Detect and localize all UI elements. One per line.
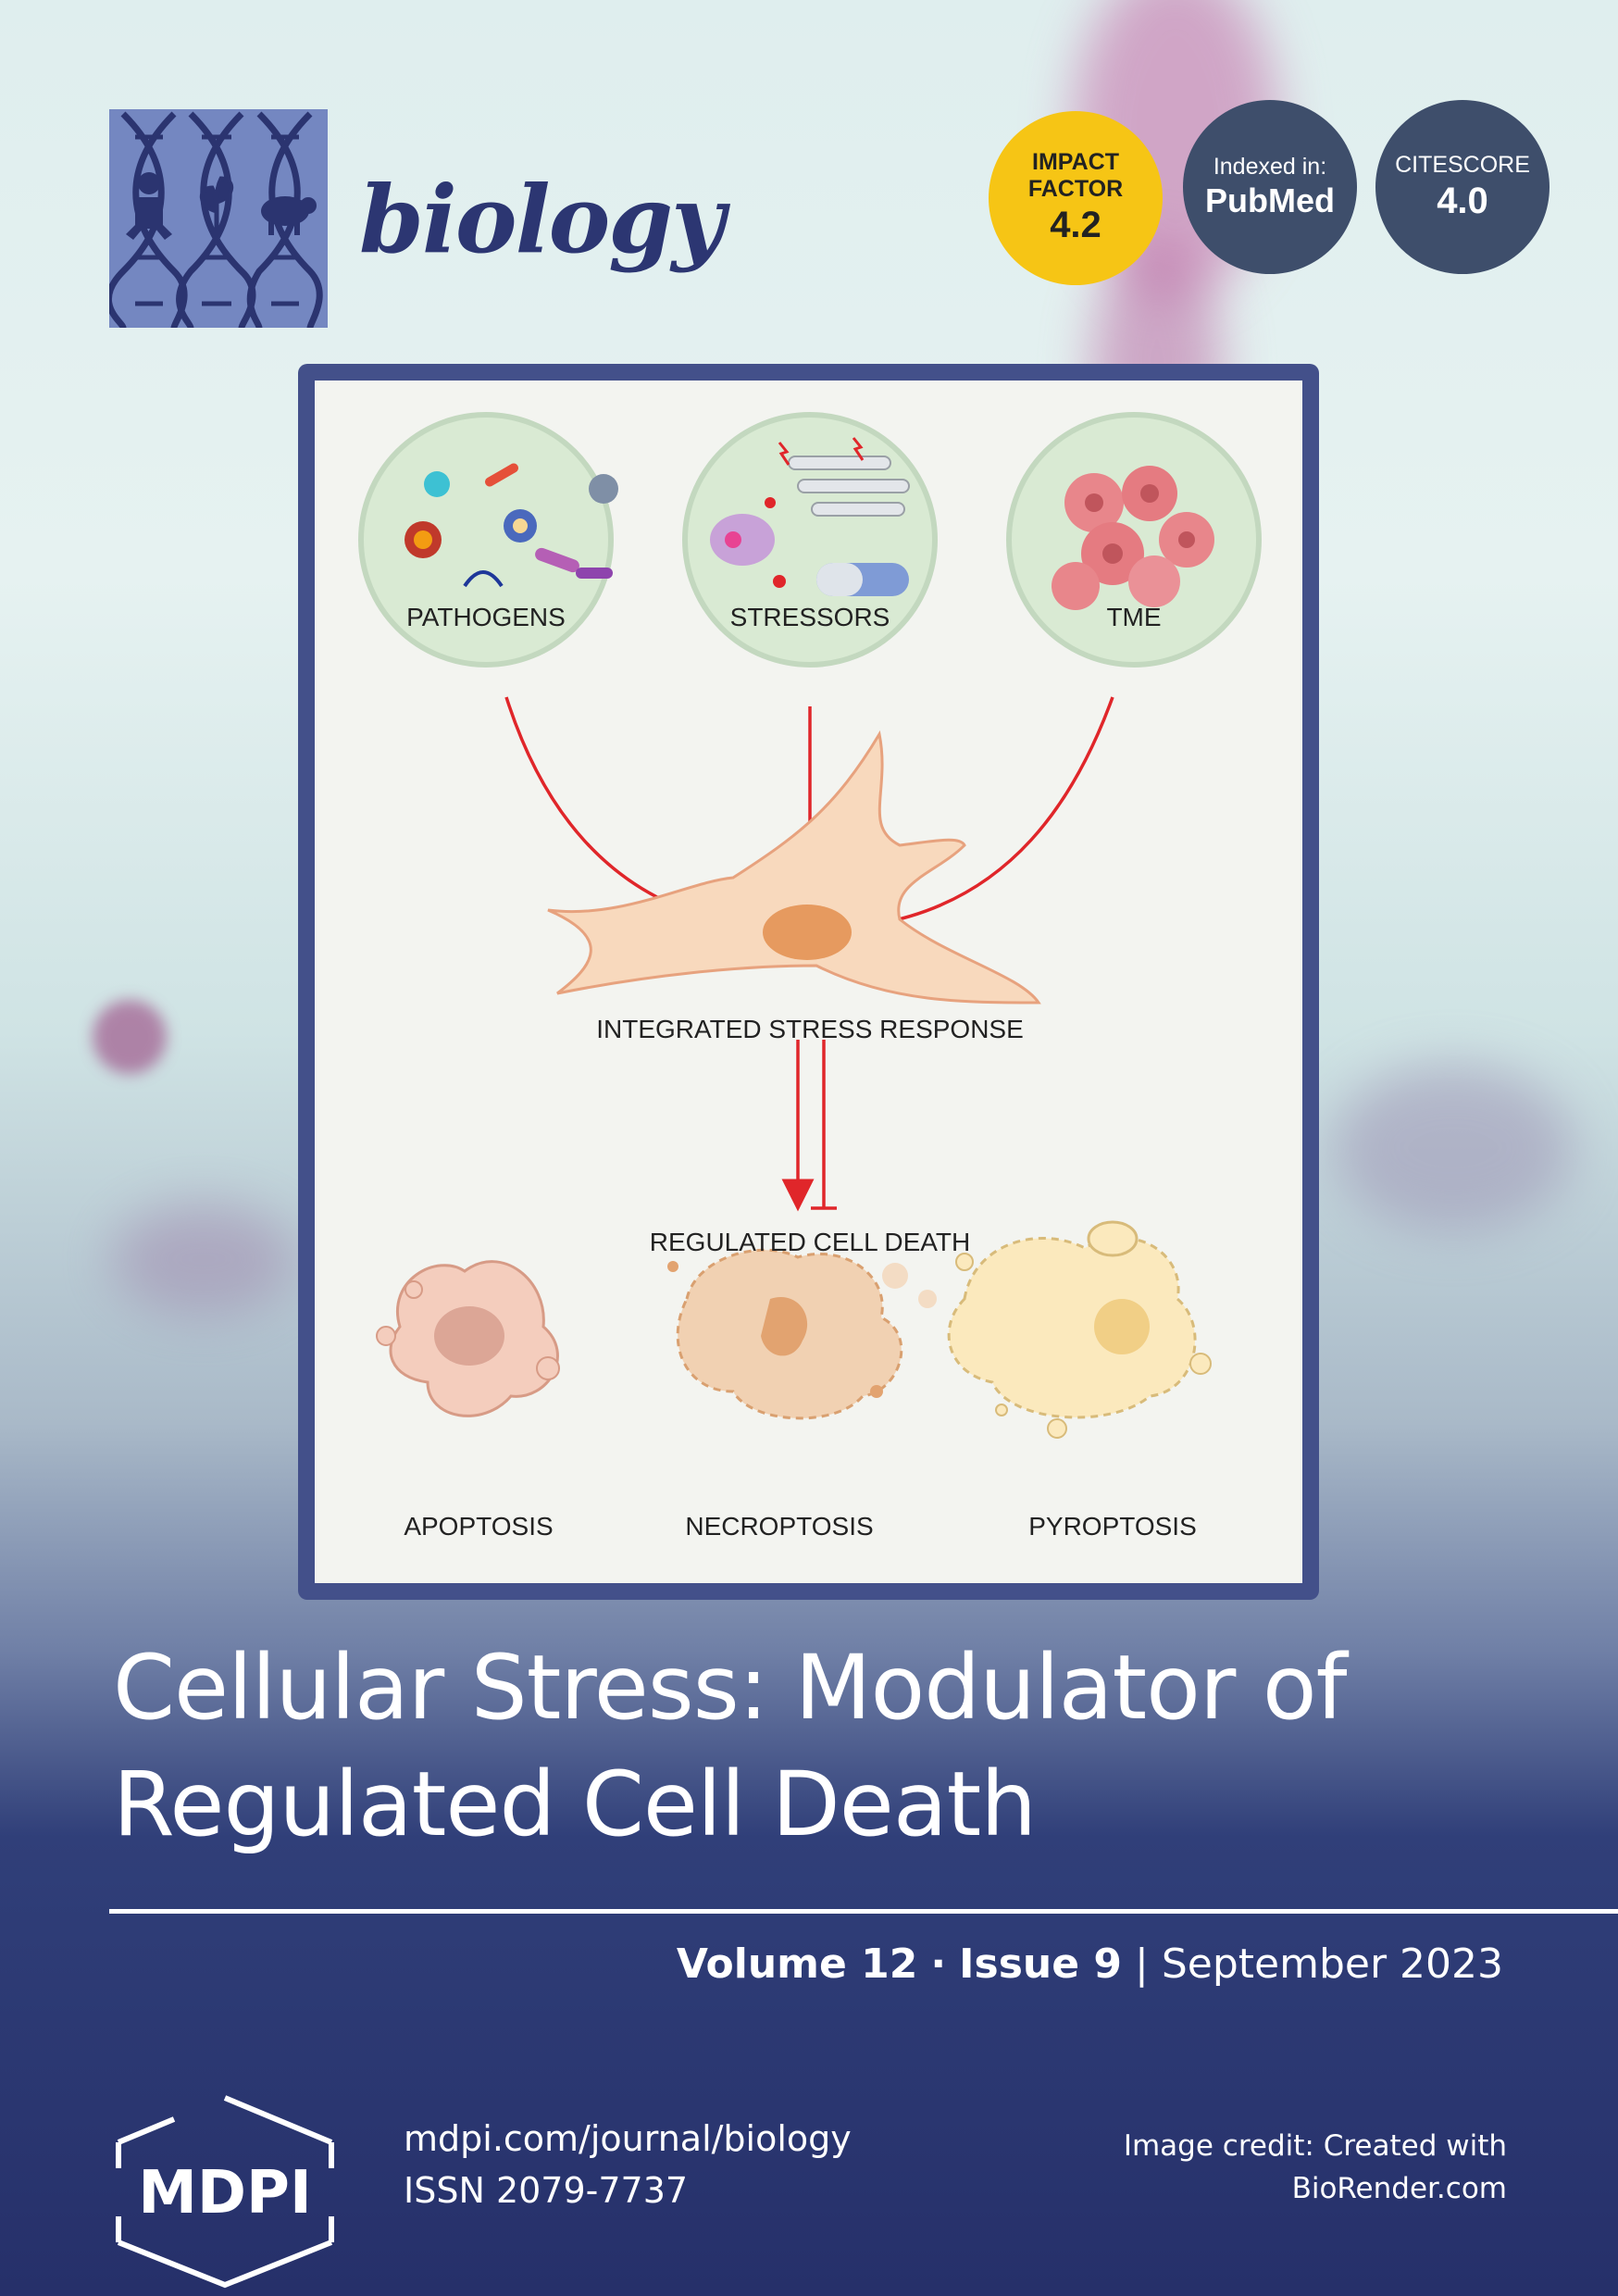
journal-links: mdpi.com/journal/biology ISSN 2079-7737 [404,2113,852,2216]
label-pyroptosis: PYROPTOSIS [1028,1512,1197,1541]
impact-factor-badge: IMPACT FACTOR 4.2 [989,111,1163,285]
background-blob [111,1204,296,1315]
publisher-name: MDPI [138,2159,312,2227]
cover-title: Cellular Stress: Modulator of Regulated … [113,1629,1557,1863]
label-integrated-stress-response: INTEGRATED STRESS RESPONSE [596,1015,1024,1043]
title-divider [109,1909,1618,1914]
journal-url[interactable]: mdpi.com/journal/biology [404,2118,852,2159]
label-apoptosis: APOPTOSIS [404,1512,553,1541]
issue-date: September 2023 [1161,1940,1503,1988]
background-blob [93,1000,167,1074]
issue-info: Volume 12 · Issue 9 | September 2023 [677,1940,1503,1988]
issue-label: Issue 9 [959,1940,1122,1988]
label-regulated-cell-death: REGULATED CELL DEATH [650,1228,970,1256]
label-stressors: STRESSORS [730,603,890,631]
label-necroptosis: NECROPTOSIS [685,1512,873,1541]
pyroptosis-cell [947,1220,1212,1439]
figure-diagram: PATHOGENS STRESSORS TME INTEGRATED STRES… [358,412,1262,1541]
separator-dot: · [930,1940,947,1988]
citescore-value: 4.0 [1437,180,1488,221]
background-blob [1333,1065,1574,1231]
arrow-inhibit [811,1040,837,1210]
credit-line-1: Image credit: Created with [1123,2129,1507,2163]
journal-logo [106,109,328,330]
pathogens-circle [358,412,614,668]
label-pathogens: PATHOGENS [406,603,566,631]
journal-name: biology [359,165,725,274]
impact-factor-value: 4.2 [1050,205,1101,245]
impact-factor-label-1: IMPACT [1032,149,1119,175]
image-credit: Image credit: Created with BioRender.com [1124,2125,1507,2210]
volume-label: Volume 12 [676,1940,918,1988]
apoptosis-cell [376,1260,560,1417]
impact-factor-label-2: FACTOR [1027,176,1124,202]
tme-illustration [1052,466,1214,610]
citescore-badge: CITESCORE 4.0 [1375,100,1550,274]
indexed-value: PubMed [1205,181,1335,219]
separator-bar: | [1135,1940,1149,1988]
indexed-label: Indexed in: [1213,153,1327,180]
journal-issn: ISSN 2079-7737 [404,2170,689,2211]
dna-logo-icon [106,111,323,330]
citescore-label: CITESCORE [1395,151,1530,178]
label-tme: TME [1106,603,1161,631]
arrow-tme [866,696,1114,937]
pathogens-illustration [404,463,618,588]
credit-line-2: BioRender.com [1291,2172,1507,2205]
cell-nucleus [763,905,852,960]
stressors-illustration [710,437,910,596]
stressors-circle [682,412,938,668]
indexed-badge: Indexed in: PubMed [1183,100,1357,274]
cover-title-line-1: Cellular Stress: Modulator of [113,1636,1347,1740]
cover-title-line-2: Regulated Cell Death [113,1753,1037,1856]
mdpi-logo-icon: MDPI [116,2095,334,2289]
stressed-cell [547,730,1041,1004]
cover-figure: PATHOGENS STRESSORS TME INTEGRATED STRES… [298,364,1319,1600]
necroptosis-cell [667,1248,937,1420]
